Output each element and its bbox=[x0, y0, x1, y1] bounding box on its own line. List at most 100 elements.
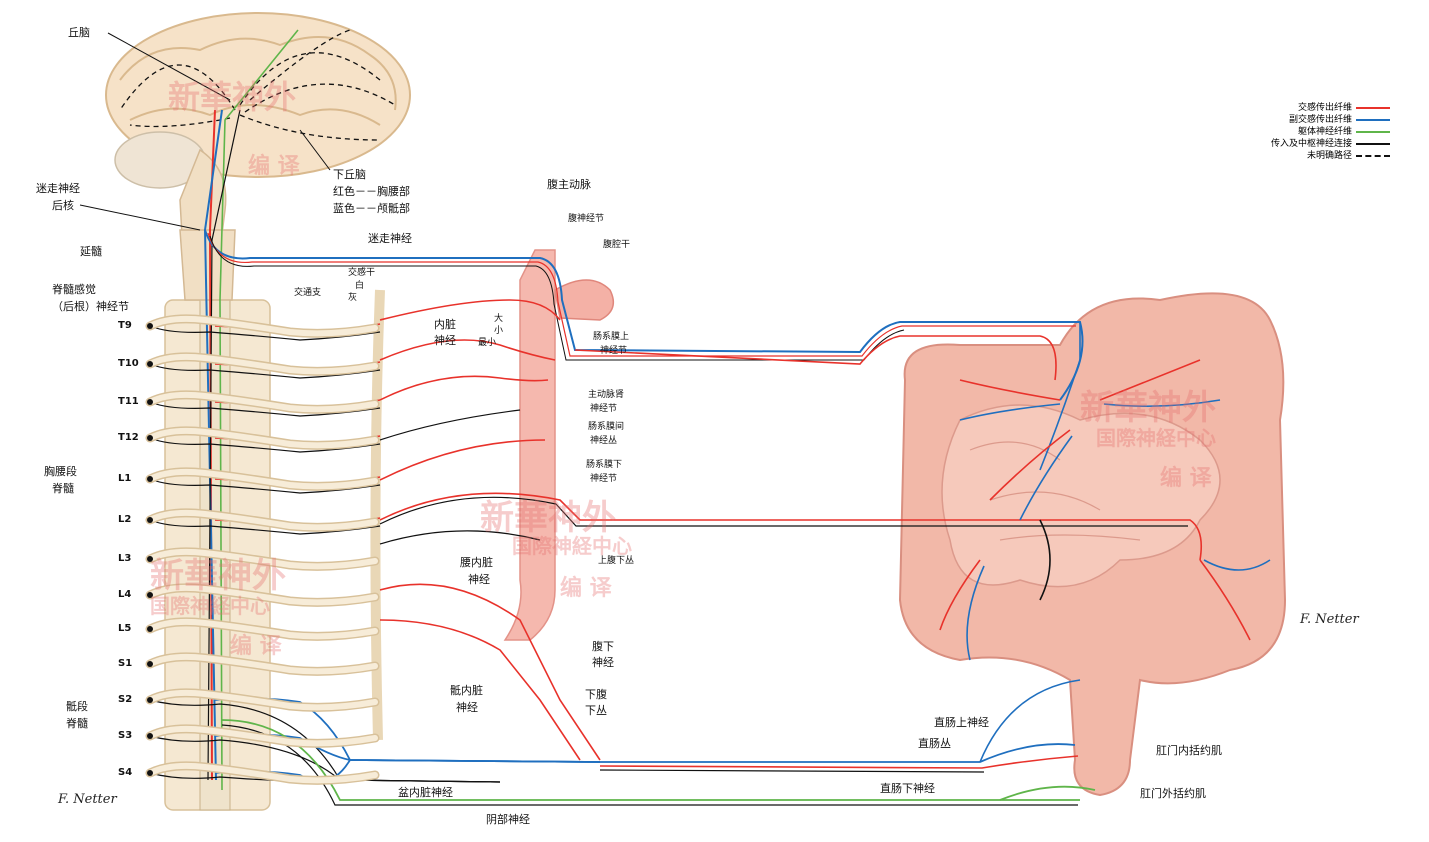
label-hypogastric-n-2: 神经 bbox=[592, 656, 614, 669]
label-hypothalamus: 下丘脑 bbox=[333, 168, 366, 181]
pointer-thalamus bbox=[107, 32, 231, 101]
colon-branch-4 bbox=[1019, 435, 1073, 521]
label-vagus-nucleus-2: 后核 bbox=[52, 199, 74, 212]
spinal-nerve-root-fill-l3 bbox=[147, 548, 378, 570]
watermark-main-2: 新華神外 bbox=[150, 556, 286, 596]
label-inf-hypogastric-2: 下丛 bbox=[585, 704, 607, 717]
label-abdominal-aorta: 腹主动脉 bbox=[547, 178, 591, 191]
legend-swatch bbox=[1356, 155, 1390, 157]
segment-label-s3: S3 bbox=[118, 730, 133, 741]
vagal-colon-branch bbox=[1039, 322, 1081, 471]
label-sup-mesenteric-2: 神经节 bbox=[600, 346, 628, 356]
label-inf-hypogastric-1: 下腹 bbox=[585, 688, 607, 701]
spinal-ganglion-dot bbox=[147, 592, 153, 598]
legend: 交感传出纤维副交感传出纤维躯体神经纤维传入及中枢神经连接未明确路径 bbox=[1230, 102, 1390, 162]
label-hypothalamus-blue: 蓝色－－颅骶部 bbox=[333, 202, 410, 215]
label-sympathetic-trunk: 交感干 bbox=[348, 268, 376, 278]
label-sacral-splanchnic-2: 神经 bbox=[456, 701, 478, 714]
legend-label: 交感传出纤维 bbox=[1297, 103, 1352, 113]
rectal-plexus-parasympathetic bbox=[600, 743, 1076, 763]
legend-swatch bbox=[1356, 143, 1390, 145]
lumbar-splanchnic-afferent bbox=[379, 496, 1188, 527]
label-vagus-nerve: 迷走神经 bbox=[368, 232, 412, 245]
spinal-ganglion-dot bbox=[147, 323, 153, 329]
colon-branch-11 bbox=[1039, 519, 1051, 601]
spinal-nerve-root-fill-s1 bbox=[147, 653, 378, 675]
watermark-edit-2: 编 译 bbox=[230, 634, 282, 659]
sympathetic-trunk bbox=[370, 289, 385, 741]
spinal-ganglion-dot bbox=[147, 517, 153, 523]
afferent-t9 bbox=[149, 325, 381, 341]
spinal-ganglion-dot bbox=[147, 733, 153, 739]
watermark-main-3: 新華神外 bbox=[480, 498, 616, 538]
spinal-ganglion-dot bbox=[147, 435, 153, 441]
label-aorticorenal-1: 主动脉肾 bbox=[588, 390, 625, 400]
lesser-splanchnic bbox=[379, 339, 556, 361]
spinal-ganglion-dot bbox=[147, 399, 153, 405]
brain-unspecified-pathways bbox=[119, 29, 396, 141]
artist-signature-left: F. Netter bbox=[58, 792, 117, 807]
legend-swatch bbox=[1356, 107, 1390, 109]
spinal-ganglion-dot bbox=[147, 556, 153, 562]
splanchnic-afferent-1 bbox=[379, 409, 521, 441]
label-gray-ramus: 灰 bbox=[348, 293, 358, 303]
label-thoracolumbar-1: 胸腰段 bbox=[44, 465, 77, 478]
label-inf-mesenteric-1: 肠系膜下 bbox=[586, 460, 623, 470]
label-inf-rectal: 直肠下神经 bbox=[880, 782, 935, 795]
label-least: 最小 bbox=[478, 338, 497, 348]
label-thoracolumbar-2: 脊髓 bbox=[52, 482, 74, 495]
legend-row: 未明确路径 bbox=[1230, 150, 1390, 162]
legend-swatch bbox=[1356, 119, 1390, 121]
segment-label-t9: T9 bbox=[118, 320, 132, 331]
segment-label-t11: T11 bbox=[118, 396, 139, 407]
legend-row: 副交感传出纤维 bbox=[1230, 114, 1390, 126]
brain bbox=[105, 12, 411, 291]
legend-label: 副交感传出纤维 bbox=[1288, 115, 1352, 125]
label-sacral-1: 骶段 bbox=[66, 700, 88, 713]
label-hypothalamus-red: 红色－－胸腰部 bbox=[333, 185, 410, 198]
afferent-t10 bbox=[149, 363, 381, 379]
colon-branch-10 bbox=[966, 565, 985, 661]
legend-label: 未明确路径 bbox=[1306, 151, 1352, 161]
label-spinal-ganglion-2: （后根）神经节 bbox=[52, 300, 129, 313]
label-pudendal: 阴部神经 bbox=[486, 813, 530, 826]
spinal-nerve-root-fill-t12 bbox=[147, 427, 378, 449]
label-aorticorenal-2: 神经节 bbox=[590, 404, 618, 414]
afferent-t11 bbox=[149, 401, 381, 417]
label-splanchnic-2: 神经 bbox=[434, 334, 456, 347]
superior-rectal-parasympathetic bbox=[979, 679, 1081, 763]
lumbar-splanchnic-1 bbox=[379, 439, 546, 481]
legend-label: 躯体神经纤维 bbox=[1297, 127, 1352, 137]
segment-label-l3: L3 bbox=[118, 553, 132, 564]
vagus-afferent bbox=[209, 235, 905, 361]
spinal-ganglion-dot bbox=[147, 361, 153, 367]
segment-label-s4: S4 bbox=[118, 767, 133, 778]
artist-signature-right: F. Netter bbox=[1300, 612, 1359, 627]
spinal-ganglion-dot bbox=[147, 661, 153, 667]
label-celiac-trunk: 腹腔干 bbox=[603, 240, 631, 250]
label-rectal-plexus: 直肠丛 bbox=[918, 737, 951, 750]
colon-branch-1 bbox=[959, 379, 1061, 401]
watermark-main-1: 新華神外 bbox=[168, 78, 297, 116]
sacral-afferent-s2 bbox=[149, 699, 501, 783]
segment-label-s1: S1 bbox=[118, 658, 133, 669]
colon-branch-2 bbox=[959, 403, 1061, 421]
label-rami: 交通支 bbox=[294, 288, 322, 298]
spinal-nerve-root-fill-t11 bbox=[147, 391, 378, 413]
label-sup-rectal: 直肠上神经 bbox=[934, 716, 989, 729]
colon-branch-6 bbox=[1103, 399, 1221, 408]
label-thalamus: 丘脑 bbox=[68, 26, 90, 39]
label-medulla: 延髓 bbox=[80, 245, 102, 258]
watermark-main-4: 新華神外 bbox=[1080, 388, 1216, 428]
spinal-ganglion-dot bbox=[147, 697, 153, 703]
spinal-nerve-root-fill-l2 bbox=[147, 509, 378, 531]
afferent-t12 bbox=[149, 437, 381, 453]
label-celiac-ganglion: 腹神经节 bbox=[568, 214, 605, 224]
spinal-ganglion-dot bbox=[147, 476, 153, 482]
watermark-sub-3: 国際神経中心 bbox=[512, 534, 632, 558]
afferent-l2 bbox=[149, 519, 381, 535]
label-sup-mesenteric-1: 肠系膜上 bbox=[593, 332, 630, 342]
label-pelvic-splanchnic: 盆内脏神经 bbox=[398, 786, 453, 799]
colon bbox=[898, 292, 1287, 797]
least-splanchnic bbox=[379, 375, 549, 401]
